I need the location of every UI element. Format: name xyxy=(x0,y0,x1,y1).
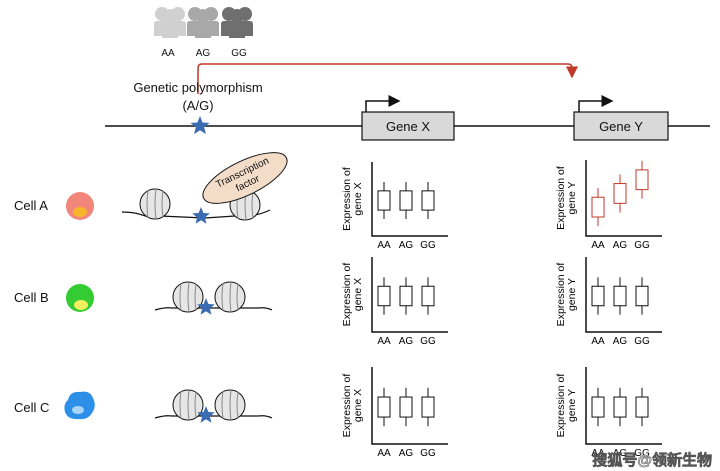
x-tick-label: GG xyxy=(420,240,436,251)
x-tick-label: GG xyxy=(634,336,650,347)
gene-y: Gene Y xyxy=(573,95,669,141)
box-plot-box xyxy=(613,396,627,418)
y-axis-label: gene Y xyxy=(566,389,578,422)
plot-axes xyxy=(585,257,662,333)
x-tick-label: AA xyxy=(377,240,391,251)
polymorphism-alleles: (A/G) xyxy=(182,98,213,113)
x-tick-label: GG xyxy=(420,336,436,347)
x-tick-label: AA xyxy=(591,336,605,347)
y-axis-label: gene Y xyxy=(566,278,578,311)
y-axis-label: Expression of xyxy=(341,263,353,327)
aa-population-icon xyxy=(154,7,186,38)
snp-star-icon xyxy=(197,406,215,423)
box-plot-box xyxy=(635,169,649,191)
box-plot-box xyxy=(399,396,413,418)
gene-x-tss-arrow xyxy=(365,95,401,112)
gene-y-label: Gene Y xyxy=(599,119,643,134)
x-tick-label: AA xyxy=(377,336,391,347)
gene-y-tss-arrow xyxy=(578,95,614,112)
x-tick-label: AG xyxy=(613,448,628,459)
cell-a-label: Cell A xyxy=(14,198,48,213)
gene-x-box xyxy=(361,111,455,141)
gg-population-icon xyxy=(221,7,253,38)
box-plot-box xyxy=(635,285,649,307)
box-plot-box xyxy=(421,190,435,211)
box-plot-box xyxy=(399,190,413,211)
box-plot-box xyxy=(421,285,435,307)
x-tick-label: GG xyxy=(420,448,436,459)
x-tick-label: AG xyxy=(399,336,414,347)
plot-axes xyxy=(371,257,448,333)
y-axis-label: Expression of xyxy=(341,167,353,231)
cell-a-icon xyxy=(66,192,94,220)
cell-c-icon xyxy=(64,391,95,420)
box-plot-box xyxy=(635,396,649,418)
cell-b-icon xyxy=(66,284,94,312)
y-axis-label: gene X xyxy=(352,389,364,422)
genotype-label-aa: AA xyxy=(161,48,175,59)
box-plot-box xyxy=(377,396,391,418)
x-tick-label: GG xyxy=(634,448,650,459)
x-tick-label: AA xyxy=(591,240,605,251)
box-plot-box xyxy=(377,285,391,307)
polymorphism-star-icon xyxy=(190,116,210,135)
regulation-arrow xyxy=(197,63,578,94)
genotype-label-gg: GG xyxy=(231,48,247,59)
snp-star-icon xyxy=(192,207,210,224)
snp-star-icon xyxy=(197,298,215,315)
box-plot-box xyxy=(591,396,605,418)
y-axis-label: Expression of xyxy=(555,166,567,230)
x-tick-label: GG xyxy=(634,240,650,251)
ag-population-icon xyxy=(187,7,219,38)
genotype-label-ag: AG xyxy=(196,48,211,59)
y-axis-label: Expression of xyxy=(341,374,353,438)
plot-axes xyxy=(585,367,662,445)
x-tick-label: AG xyxy=(399,448,414,459)
box-plot-box xyxy=(421,396,435,418)
chromatin-cell-c xyxy=(154,389,273,423)
box-plot-box xyxy=(377,190,391,211)
x-tick-label: AG xyxy=(399,240,414,251)
y-axis-label: gene X xyxy=(352,278,364,311)
chromatin-cell-a: Transcription factor xyxy=(121,152,288,224)
gene-y-box xyxy=(573,111,669,141)
x-tick-label: AA xyxy=(591,448,605,459)
x-tick-label: AA xyxy=(377,448,391,459)
gene-x: Gene X xyxy=(361,95,455,141)
transcription-factor: Transcription factor xyxy=(202,152,288,204)
x-tick-label: AG xyxy=(613,336,628,347)
y-axis-label: gene Y xyxy=(566,181,578,214)
gene-x-label: Gene X xyxy=(386,119,430,134)
box-plot-box xyxy=(613,285,627,307)
box-plot-box xyxy=(591,196,605,218)
box-plot-box xyxy=(613,183,627,204)
plot-axes xyxy=(371,367,448,445)
cell-b-label: Cell B xyxy=(14,290,49,305)
cell-c-label: Cell C xyxy=(14,400,49,415)
watermark: 搜狐号@领新生物 xyxy=(592,451,712,469)
y-axis-label: Expression of xyxy=(555,374,567,438)
polymorphism-title: Genetic polymorphism xyxy=(133,80,262,95)
plot-axes xyxy=(585,160,662,237)
y-axis-label: Expression of xyxy=(555,263,567,327)
chromatin-cell-b xyxy=(154,281,273,315)
box-plot-box xyxy=(591,285,605,307)
plot-axes xyxy=(371,162,448,237)
y-axis-label: gene X xyxy=(352,182,364,215)
population-icons: AA AG GG xyxy=(154,7,253,59)
box-plot-box xyxy=(399,285,413,307)
x-tick-label: AG xyxy=(613,240,628,251)
